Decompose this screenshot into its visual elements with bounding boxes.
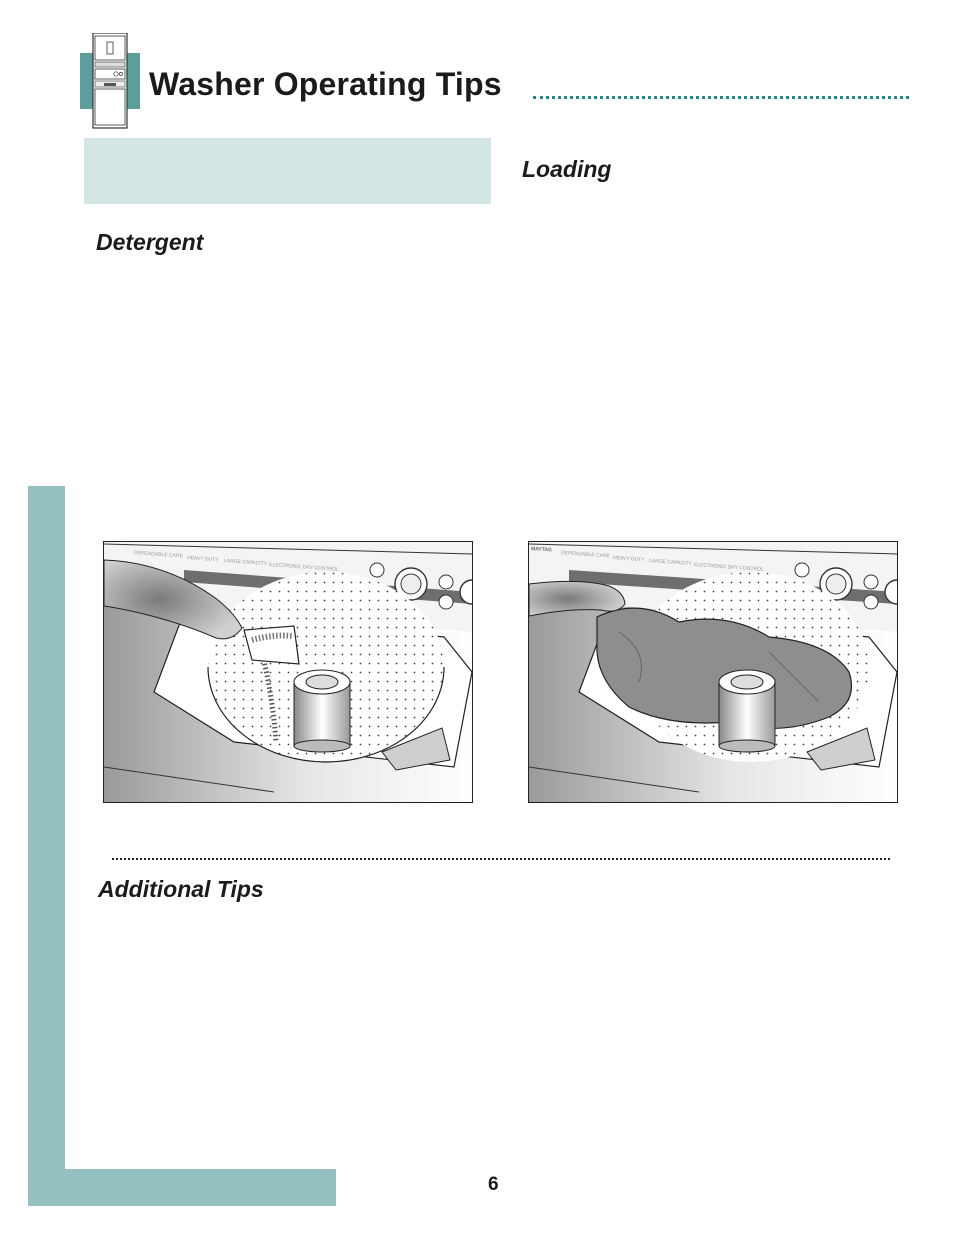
panel-brand: MAYTAG (531, 546, 552, 553)
section-dotted-rule (112, 858, 890, 860)
title-dotted-rule (533, 96, 909, 99)
page-title: Washer Operating Tips (149, 66, 502, 102)
page-number: 6 (488, 1174, 499, 1195)
washer-dryer-icon (80, 32, 140, 129)
panel-label: LARGE CAPACITY (224, 558, 268, 567)
loading-illustration: MAYTAG DEPENDABLE CARE HEAVY DUTY LARGE … (528, 541, 898, 803)
panel-label: ELECTRONIC DRY CONTROL (694, 562, 764, 573)
panel-label: ELECTRONIC DRY CONTROL (269, 562, 339, 573)
panel-label: DEPENDABLE CARE (134, 550, 184, 559)
panel-label: LARGE CAPACITY (649, 558, 693, 567)
highlight-box (84, 138, 491, 204)
side-accent-bar (28, 486, 65, 1206)
detergent-heading: Detergent (96, 229, 204, 255)
additional-tips-heading: Additional Tips (98, 876, 264, 902)
panel-label: HEAVY DUTY (613, 555, 645, 563)
bottom-accent-bar (28, 1169, 336, 1206)
panel-label: HEAVY DUTY (187, 555, 219, 563)
detergent-illustration: DEPENDABLE CARE HEAVY DUTY LARGE CAPACIT… (103, 541, 473, 803)
loading-heading: Loading (522, 156, 612, 182)
panel-label: DEPENDABLE CARE (561, 550, 611, 559)
